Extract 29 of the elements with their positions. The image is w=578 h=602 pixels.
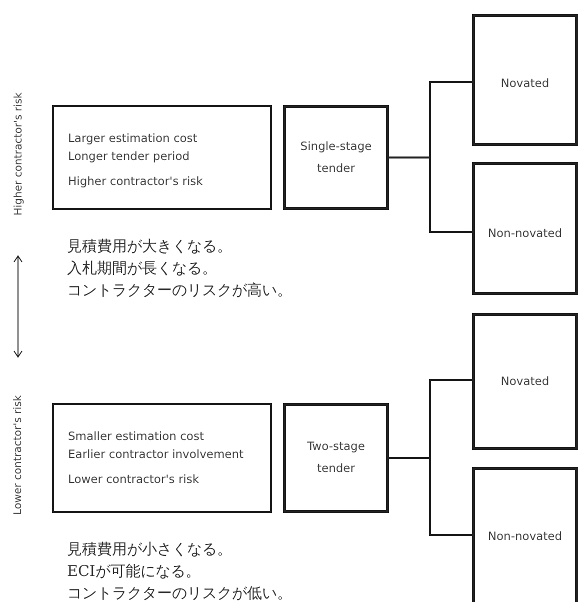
box-text: Non-novated [486, 529, 564, 543]
box-text: Two-stage tender [306, 438, 366, 477]
note-text: コントラクターのリスクが低い。 [67, 583, 292, 602]
info-box [52, 403, 272, 513]
note-text: 見積費用が大きくなる。 [67, 236, 232, 257]
axis-label: Higher contractor's risk [12, 92, 24, 216]
note-text: コントラクターのリスクが高い。 [67, 280, 292, 301]
tender-box [283, 403, 389, 513]
box-text: Smaller estimation cost [68, 429, 204, 443]
connector-line [389, 457, 472, 536]
note-text: 見積費用が小さくなる。 [67, 539, 232, 560]
box-text: Single-stage tender [299, 138, 373, 176]
box-text: Lower contractor's risk [68, 472, 200, 486]
note-text: 入札期間が長くなる。 [67, 258, 217, 279]
option-box [472, 14, 578, 146]
box-text: Earlier contractor involvement [68, 447, 244, 461]
box-text: Novated [500, 76, 550, 90]
option-box [472, 467, 578, 602]
axis-label: Lower contractor's risk [12, 395, 24, 515]
info-box [52, 105, 272, 210]
box-text: Longer tender period [68, 149, 190, 163]
box-text: Higher contractor's risk [68, 174, 203, 188]
note-text: ECIが可能になる。 [67, 561, 200, 582]
box-text: Larger estimation cost [68, 131, 198, 145]
box-text: Non-novated [486, 226, 564, 240]
option-box [472, 313, 578, 450]
tender-box [283, 105, 389, 210]
box-text: Novated [500, 374, 550, 388]
option-box [472, 162, 578, 295]
